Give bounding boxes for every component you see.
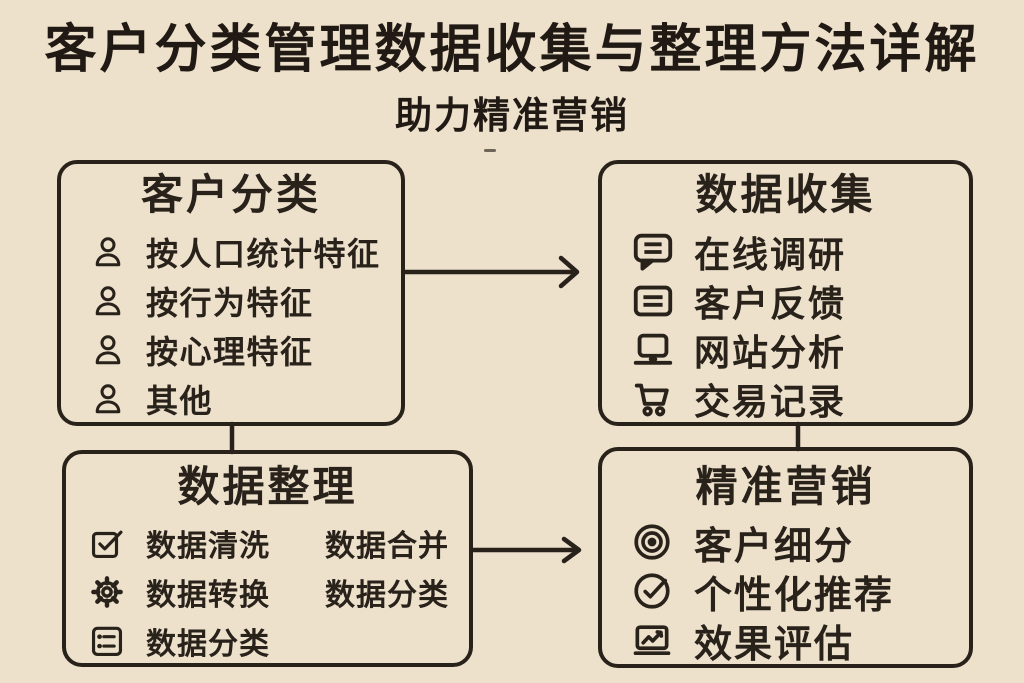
shopping-cart-icon <box>630 376 676 422</box>
trend-chart-icon <box>630 618 674 662</box>
target-icon <box>630 520 674 564</box>
item-label: 在线调研 <box>694 234 847 276</box>
list-item: 按心理特征 <box>90 331 401 370</box>
person-icon <box>90 332 126 368</box>
item-label: 按心理特征 <box>146 334 314 371</box>
item-label: 个性化推荐 <box>694 574 895 617</box>
item-list: 数据清洗 数据合并 数据转换 数据分类 数据分类 <box>66 524 469 662</box>
item-label: 效果评估 <box>694 623 855 666</box>
item-label: 数据分类 <box>146 628 270 662</box>
page-title: 客户分类管理数据收集与整理方法详解 <box>44 21 980 79</box>
item-label: 客户反馈 <box>694 283 847 325</box>
item-label: 按人口统计特征 <box>146 236 381 273</box>
box-precision-marketing: 精准营销 客户细分 个性化推荐 效果评估 <box>598 447 973 668</box>
arrow-head-top <box>558 255 580 289</box>
list-item: 数据清洗 数据合并 <box>88 524 469 564</box>
laptop-icon <box>630 327 676 373</box>
arrow-head-bottom <box>561 536 582 564</box>
box-customer-classification: 客户分类 按人口统计特征 按行为特征 按心理特征 <box>57 160 405 426</box>
box-title: 数据整理 <box>177 463 358 510</box>
list-item: 在线调研 <box>630 229 969 275</box>
stray-dash-mark <box>484 149 496 152</box>
page-subtitle: 助力精准营销 <box>395 95 629 136</box>
item-list: 在线调研 客户反馈 网站分析 交易记录 <box>602 229 969 422</box>
list-item: 数据分类 <box>88 622 469 662</box>
list-item: 网站分析 <box>630 327 969 373</box>
list-item: 客户反馈 <box>630 278 969 324</box>
item-label: 数据转换 <box>146 579 270 613</box>
item-label: 按行为特征 <box>146 285 314 322</box>
list-item: 个性化推荐 <box>630 569 969 617</box>
chat-bubble-icon <box>630 229 676 275</box>
checkbox-check-icon <box>88 524 126 562</box>
person-icon <box>90 283 126 319</box>
person-icon <box>90 381 126 417</box>
person-icon <box>90 234 126 270</box>
box-data-collection: 数据收集 在线调研 客户反馈 网站分析 <box>598 160 973 426</box>
item-label: 交易记录 <box>694 381 847 423</box>
gear-icon <box>88 573 126 611</box>
list-item: 其他 <box>90 380 401 419</box>
item-label: 数据清洗 <box>146 530 270 564</box>
item-label-secondary: 数据分类 <box>325 579 449 613</box>
list-item: 按行为特征 <box>90 282 401 321</box>
box-data-organization: 数据整理 数据清洗 数据合并 数据转换 数据分类 数据分类 <box>62 450 473 667</box>
item-list: 按人口统计特征 按行为特征 按心理特征 其他 <box>61 233 401 419</box>
list-item: 按人口统计特征 <box>90 233 401 272</box>
check-circle-icon <box>630 569 674 613</box>
box-title: 数据收集 <box>695 171 876 218</box>
list-item: 效果评估 <box>630 618 969 666</box>
list-item: 交易记录 <box>630 376 969 422</box>
item-list: 客户细分 个性化推荐 效果评估 <box>602 520 969 666</box>
item-label-secondary: 数据合并 <box>325 530 449 564</box>
box-title: 客户分类 <box>140 171 321 218</box>
list-icon <box>88 622 126 660</box>
item-label: 客户细分 <box>694 525 855 568</box>
list-item: 客户细分 <box>630 520 969 568</box>
item-label: 网站分析 <box>694 332 847 374</box>
feedback-list-icon <box>630 278 676 324</box>
box-title: 精准营销 <box>695 463 876 510</box>
item-label: 其他 <box>146 383 214 420</box>
list-item: 数据转换 数据分类 <box>88 573 469 613</box>
